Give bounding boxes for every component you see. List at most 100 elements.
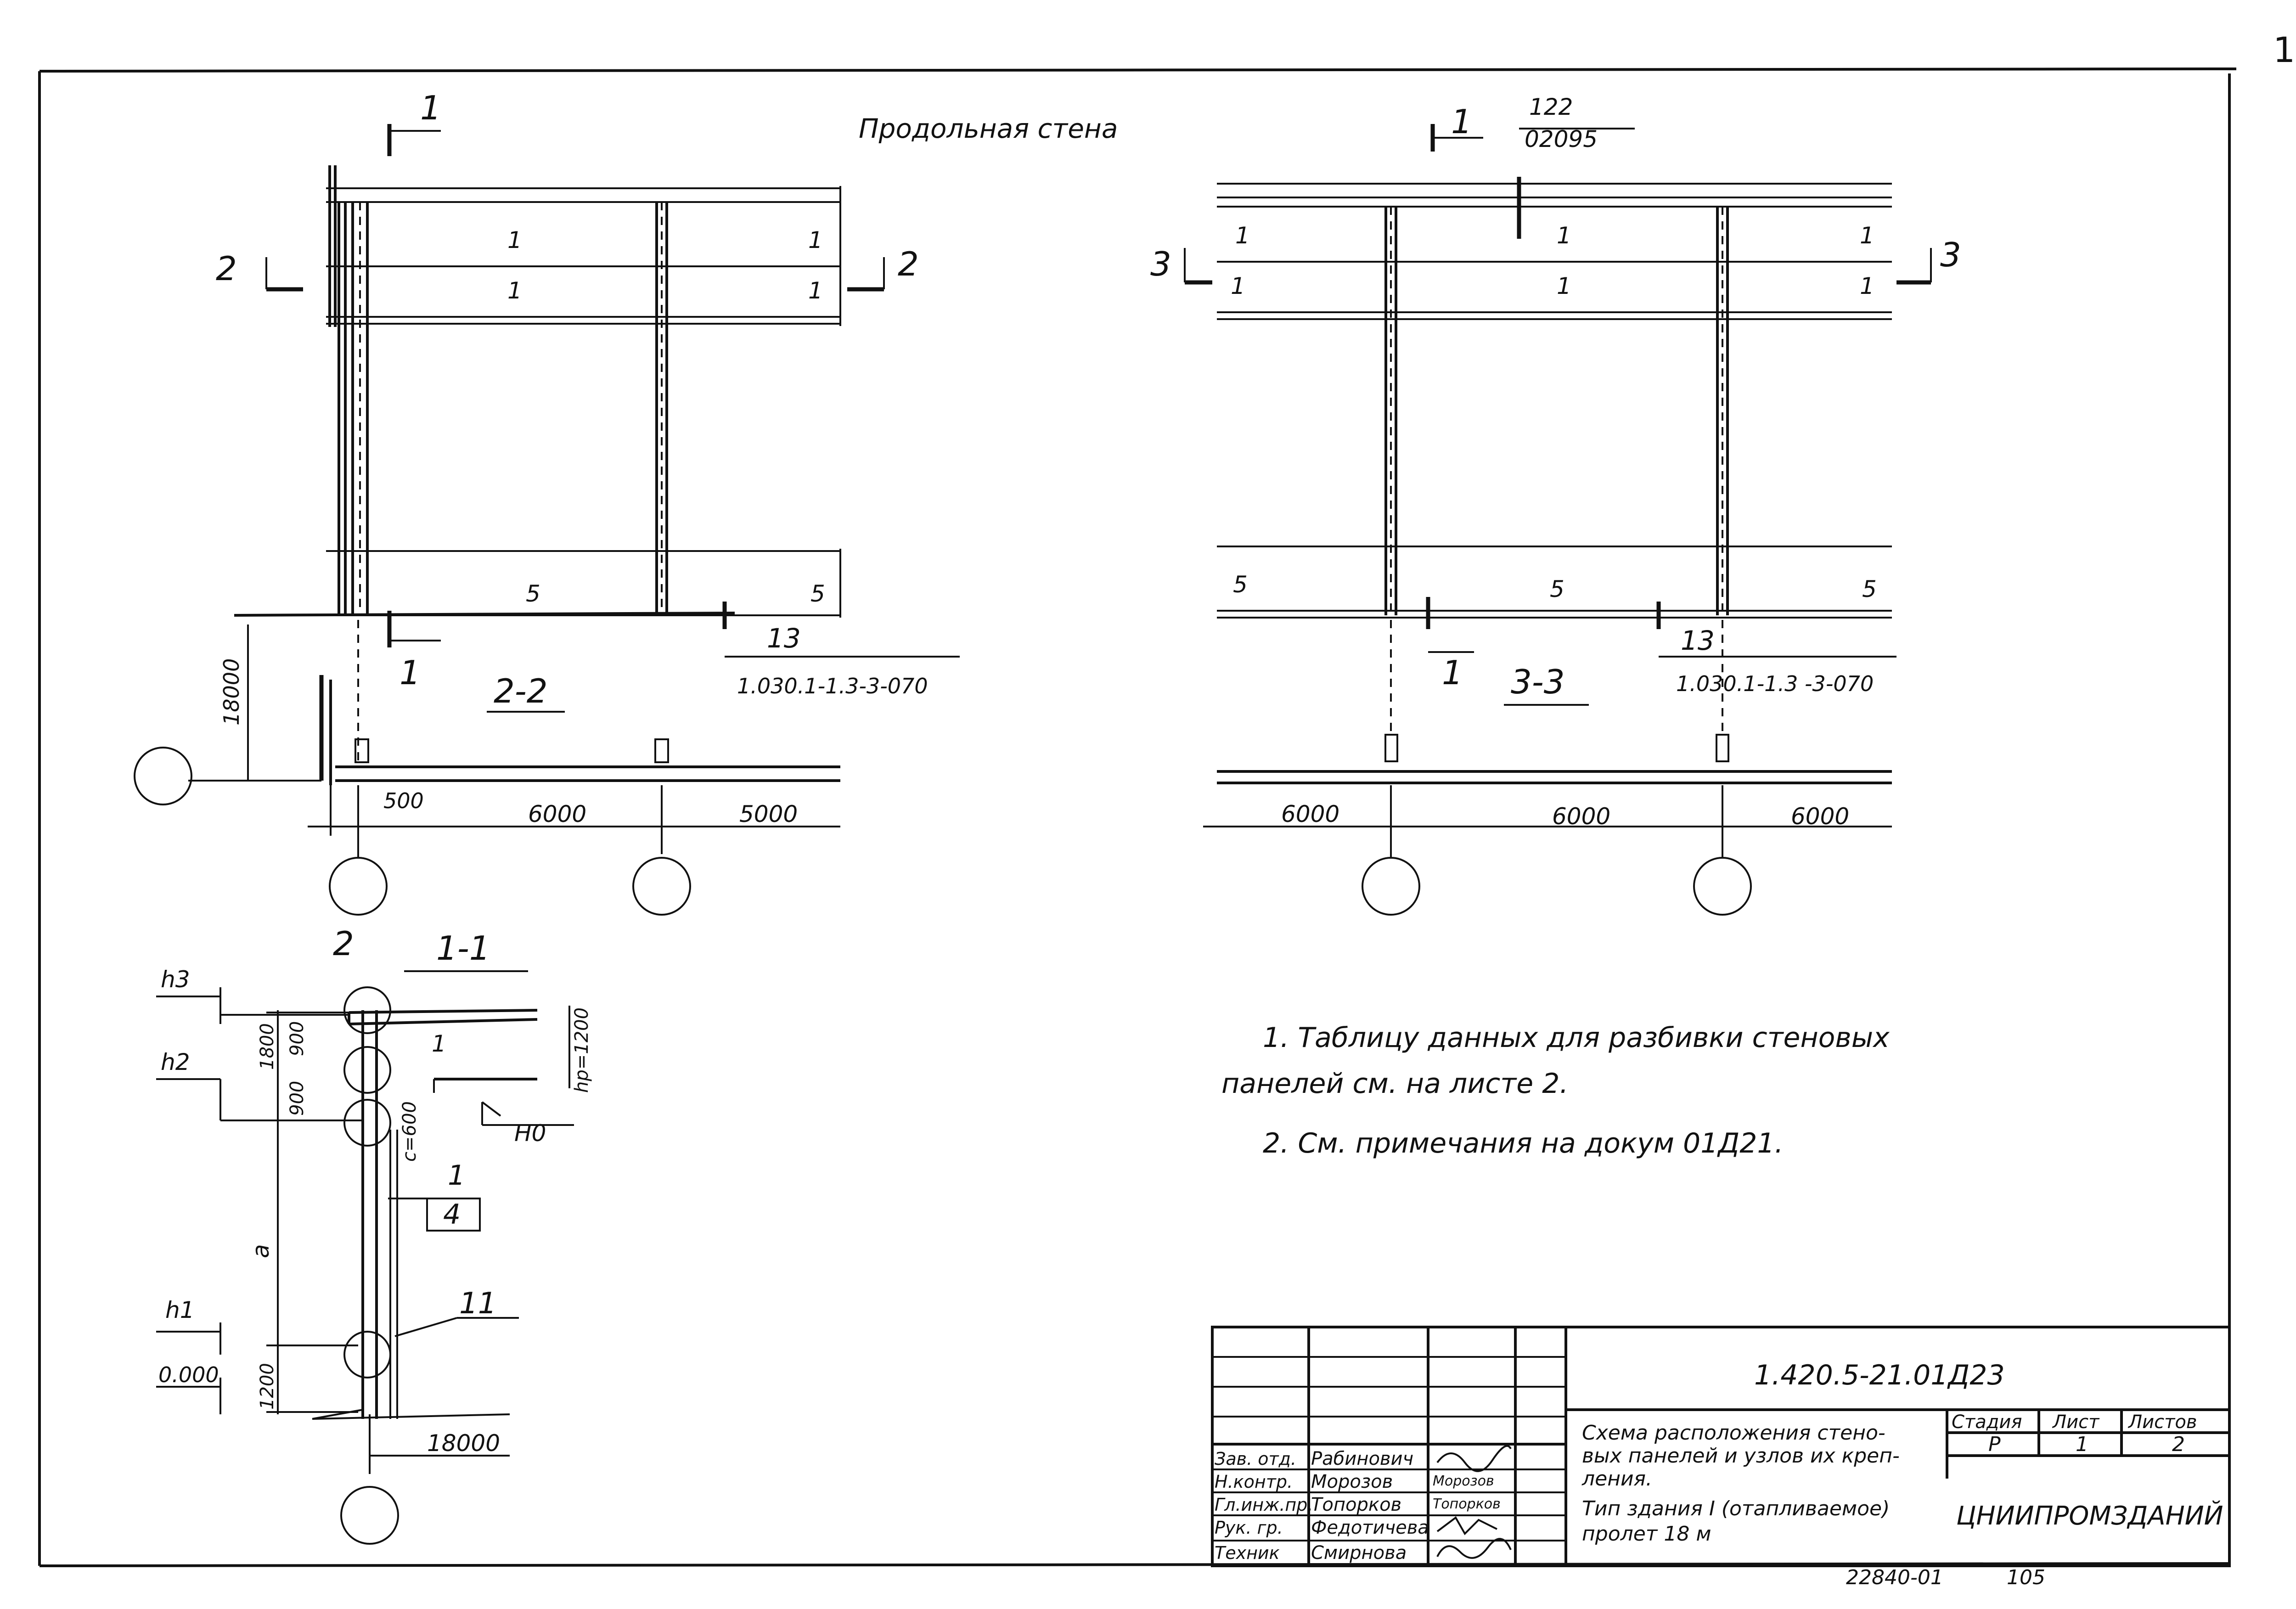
- section-label-3: 3: [1150, 245, 1171, 283]
- dimension-6000: 6000: [1552, 803, 1610, 830]
- role-label: Рук. гр.: [1215, 1518, 1283, 1538]
- sheet-value: 1: [2076, 1433, 2088, 1456]
- wall-elevation-2-2: Продольная стена 1 1 1 1 5 5 1: [134, 89, 1118, 916]
- dimension-hp1200: hp=1200: [571, 1007, 592, 1093]
- panel-mark: 1: [1860, 273, 1874, 299]
- title-block: 1.420.5-21.01Д23 Зав. отд. Н.контр. Гл.и…: [1211, 1326, 2231, 1567]
- bottom-page-number: 105: [2007, 1566, 2045, 1589]
- section-view-label: 3-3: [1511, 663, 1565, 701]
- page-number: 104: [2273, 29, 2296, 70]
- level-h3: h3: [161, 966, 190, 993]
- section-label-2: 2: [898, 245, 919, 283]
- dimension-900: 900: [287, 1021, 308, 1056]
- signature-text: Топорков: [1433, 1496, 1501, 1512]
- axis-bubble: [329, 857, 388, 916]
- callout-1: 1: [432, 1030, 446, 1057]
- dimension-500: 500: [383, 788, 424, 813]
- level-0000: 0.000: [158, 1362, 219, 1387]
- sheet-description: Тип здания I (отапливаемое): [1582, 1497, 1890, 1520]
- section-label-1: 1: [420, 89, 441, 127]
- note-line: панелей см. на листе 2.: [1221, 1068, 1568, 1100]
- node-circle: [343, 986, 391, 1034]
- organization-name: ЦНИИПРОМЗДАНИЙ: [1956, 1501, 2223, 1531]
- axis-bubble: [632, 857, 691, 916]
- document-code: 1.420.5-21.01Д23: [1754, 1359, 2005, 1391]
- dimension-900: 900: [287, 1081, 308, 1116]
- role-label: Гл.инж.пр.: [1215, 1495, 1313, 1515]
- node-circle: [343, 1099, 391, 1147]
- role-label: Н.контр.: [1215, 1472, 1293, 1492]
- axis-bubble: [134, 747, 192, 805]
- person-name: Морозов: [1311, 1471, 1393, 1492]
- panel-mark: 1: [808, 277, 823, 304]
- callout-2: 2: [333, 924, 354, 963]
- sheet-description: вых панелей и узлов их креп-: [1582, 1444, 1900, 1468]
- archive-stamp: 22840-01: [1846, 1566, 1943, 1589]
- person-name: Рабинович: [1311, 1448, 1413, 1469]
- axis-bubble: [1693, 857, 1752, 916]
- longitudinal-wall-title: Продольная стена: [859, 113, 1118, 144]
- sheet-header: Лист: [2052, 1412, 2100, 1433]
- dimension-18000: 18000: [427, 1430, 500, 1457]
- section-label-2: 2: [216, 249, 237, 288]
- panel-mark: 5: [1862, 576, 1877, 602]
- sheet-description: пролет 18 м: [1582, 1522, 1711, 1546]
- stage-value: Р: [1988, 1433, 2001, 1456]
- dimension-18000: 18000: [219, 658, 244, 726]
- dimension-c600: c=600: [399, 1101, 420, 1162]
- section-label-3: 3: [1940, 236, 1961, 274]
- sheet-description: ления.: [1581, 1467, 1652, 1491]
- dimension-6000: 6000: [1791, 803, 1849, 830]
- person-name: Смирнова: [1311, 1542, 1407, 1564]
- level-h1: h1: [165, 1297, 195, 1323]
- panel-mark: 1: [507, 227, 522, 253]
- callout-11: 11: [459, 1287, 496, 1321]
- callout-1: 1: [448, 1159, 465, 1192]
- drawing-frame: [38, 68, 2237, 1567]
- person-name: Топорков: [1311, 1494, 1401, 1515]
- reference-code: 1.030.1-1.3 -3-070: [1676, 671, 1874, 696]
- level-h2: h2: [161, 1049, 190, 1075]
- section-view-label: 1-1: [436, 929, 490, 968]
- signature-text: Морозов: [1433, 1473, 1494, 1489]
- signature-marks: Морозов Топорков: [1433, 1445, 1512, 1559]
- section-1-1: 1-1 2 1 4 1 11 h3 h2: [156, 924, 592, 1545]
- role-label: Зав. отд.: [1215, 1449, 1296, 1469]
- panel-mark: 5: [1550, 576, 1564, 602]
- dimension-6000: 6000: [1281, 801, 1339, 827]
- panel-mark: 1: [1557, 273, 1571, 299]
- section-label-1: 1: [1451, 102, 1472, 141]
- panel-mark: 1: [507, 277, 522, 304]
- role-label: Техник: [1215, 1543, 1280, 1563]
- callout-13: 13: [1681, 625, 1715, 656]
- panel-mark: 1: [1860, 222, 1874, 249]
- callout-4: 4: [443, 1198, 461, 1231]
- sheets-value: 2: [2172, 1433, 2185, 1456]
- panel-mark: 5: [810, 580, 825, 607]
- dimension-1200: 1200: [257, 1363, 278, 1410]
- stage-header: Стадия: [1952, 1412, 2022, 1433]
- sheets-header: Листов: [2127, 1412, 2197, 1433]
- panel-mark: 5: [1233, 571, 1248, 598]
- section-label-1: 1: [400, 653, 421, 692]
- axis-bubble: [340, 1486, 399, 1545]
- note-line: 1. Таблицу данных для разбивки стеновых: [1263, 1022, 1890, 1054]
- panel-mark: 5: [526, 580, 540, 607]
- reference-code: 1.030.1-1.3-3-070: [737, 674, 928, 698]
- note-line: 2. См. примечания на докум 01Д21.: [1263, 1127, 1784, 1159]
- panel-mark: 1: [1557, 222, 1571, 249]
- node-circle: [343, 1331, 391, 1378]
- section-view-label: 2-2: [494, 672, 548, 710]
- panel-mark: 1: [808, 227, 823, 253]
- axis-bubble: [1362, 857, 1420, 916]
- wall-elevation-3-3: 122 02095 1 1 1 1 1 1 5 5 5 1 1 3 3 13 1…: [1150, 94, 1961, 916]
- reference-code: 02095: [1525, 126, 1598, 152]
- dimension-6000: 6000: [528, 801, 586, 827]
- level-H0: H0: [514, 1120, 546, 1147]
- level-a: a: [248, 1244, 274, 1258]
- notes: 1. Таблицу данных для разбивки стеновых …: [1221, 1022, 1890, 1159]
- panel-mark: 1: [1231, 273, 1245, 299]
- person-name: Федотичева: [1311, 1517, 1429, 1538]
- section-label-1: 1: [1442, 653, 1463, 692]
